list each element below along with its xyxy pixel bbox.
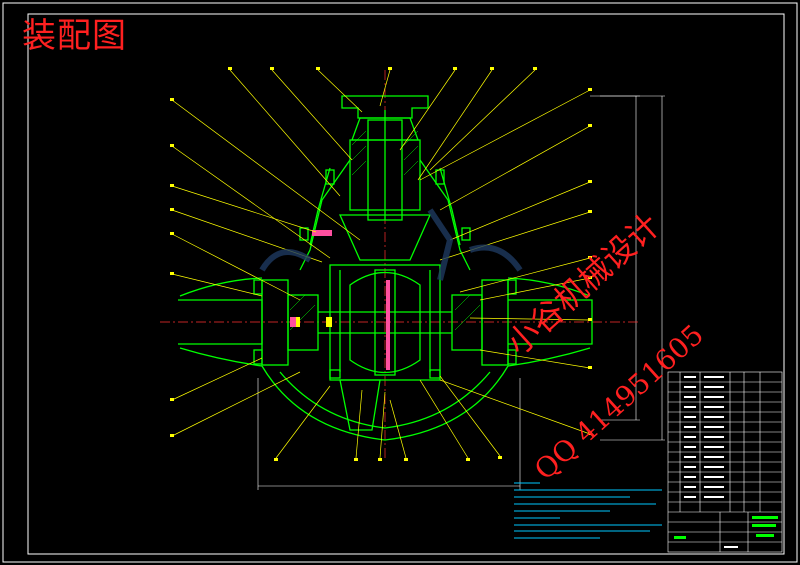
housing-and-gears [178,95,593,441]
title-block-green-marks [674,516,778,539]
title-block [667,371,783,553]
drawing-title: 装配图 [22,16,127,56]
technical-notes [514,482,662,539]
title-block-text-marks [684,376,738,548]
logo-watermark [259,208,523,281]
dimension-lines [257,95,665,490]
inner-border [27,13,785,555]
leader-lines [171,69,591,459]
shaft-keys [290,230,390,370]
leader-dots [170,67,592,461]
